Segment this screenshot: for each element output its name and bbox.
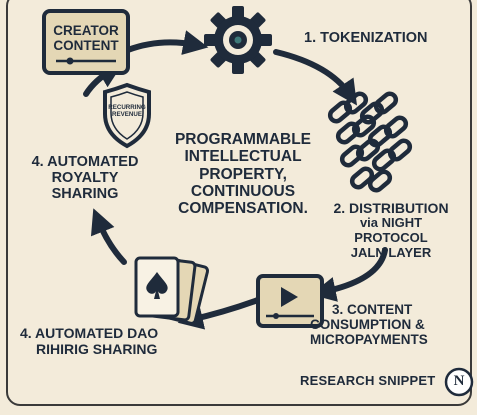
center-line1: PROGRAMMABLE [174,131,312,148]
center-line2: INTELLECTUAL [184,148,302,166]
step-consumption-label: 3. CONTENT CONSUMPTION & MICROPAYMENTS [310,302,428,347]
center-line5: COMPENSATION. [178,200,308,218]
shield-badge-icon [103,82,151,149]
step-tokenization-label: 1. TOKENIZATION [304,30,428,46]
chain-links-icon [327,91,413,193]
shield-line1: RECURRING [108,104,146,111]
center-line4: CONTINUOUS [190,183,296,201]
recurring-revenue-label: RECURRING REVENUE [105,104,149,119]
royalty-line2: ROYALTY [51,169,119,186]
night-logo-letter: N [453,373,465,389]
distribution-line1: 2. DISTRIBUTION [333,200,449,216]
creator-content-label: CREATOR CONTENT [44,23,128,53]
center-statement: PROGRAMMABLE INTELLECTUAL PROPERTY, CONT… [160,131,326,218]
arrow-creator-to-gear [125,30,209,55]
distribution-line2: via NIGHT [359,215,423,231]
arrow-distribution-to-video [310,247,388,302]
distribution-line4: JALN LAYER [350,244,432,260]
cycle-arrows [83,30,388,330]
consumption-line1: 3. CONTENT [332,302,413,317]
step-distribution-label: 2. DISTRIBUTION via NIGHT PROTOCOL JALN … [320,200,462,261]
night-logo-icon [444,367,474,397]
dao-line1: 4. AUTOMATED DAO [20,325,159,341]
step-royalty-label: 4. AUTOMATED ROYALTY SHARING [30,154,140,203]
creator-line2: CONTENT [53,38,119,54]
creator-line1: CREATOR [53,23,119,38]
arrow-gear-to-chains [273,49,357,106]
consumption-line3: MICROPAYMENTS [310,332,428,348]
center-line3: PROPERTY, [199,165,287,183]
shield-line2: REVENUE [112,111,142,119]
gear-icon [204,6,272,74]
research-snippet-label: RESEARCH SNIPPET [300,373,436,388]
royalty-line1: 4. AUTOMATED [31,154,139,170]
creator-content-box-icon [42,9,130,75]
distribution-line3: PROTOCOL [354,230,428,246]
playing-cards-icon [134,256,210,325]
dao-line2: RIHIRIG SHARING [36,341,158,358]
consumption-line2: CONSUMPTION & [310,317,425,333]
arrow-cards-to-royalty [90,208,127,265]
frame-border [6,0,472,406]
video-play-icon [256,274,324,328]
step-dao-label: 4. AUTOMATED DAO RIHIRIG SHARING [20,325,158,357]
royalty-line3: SHARING [51,185,119,202]
